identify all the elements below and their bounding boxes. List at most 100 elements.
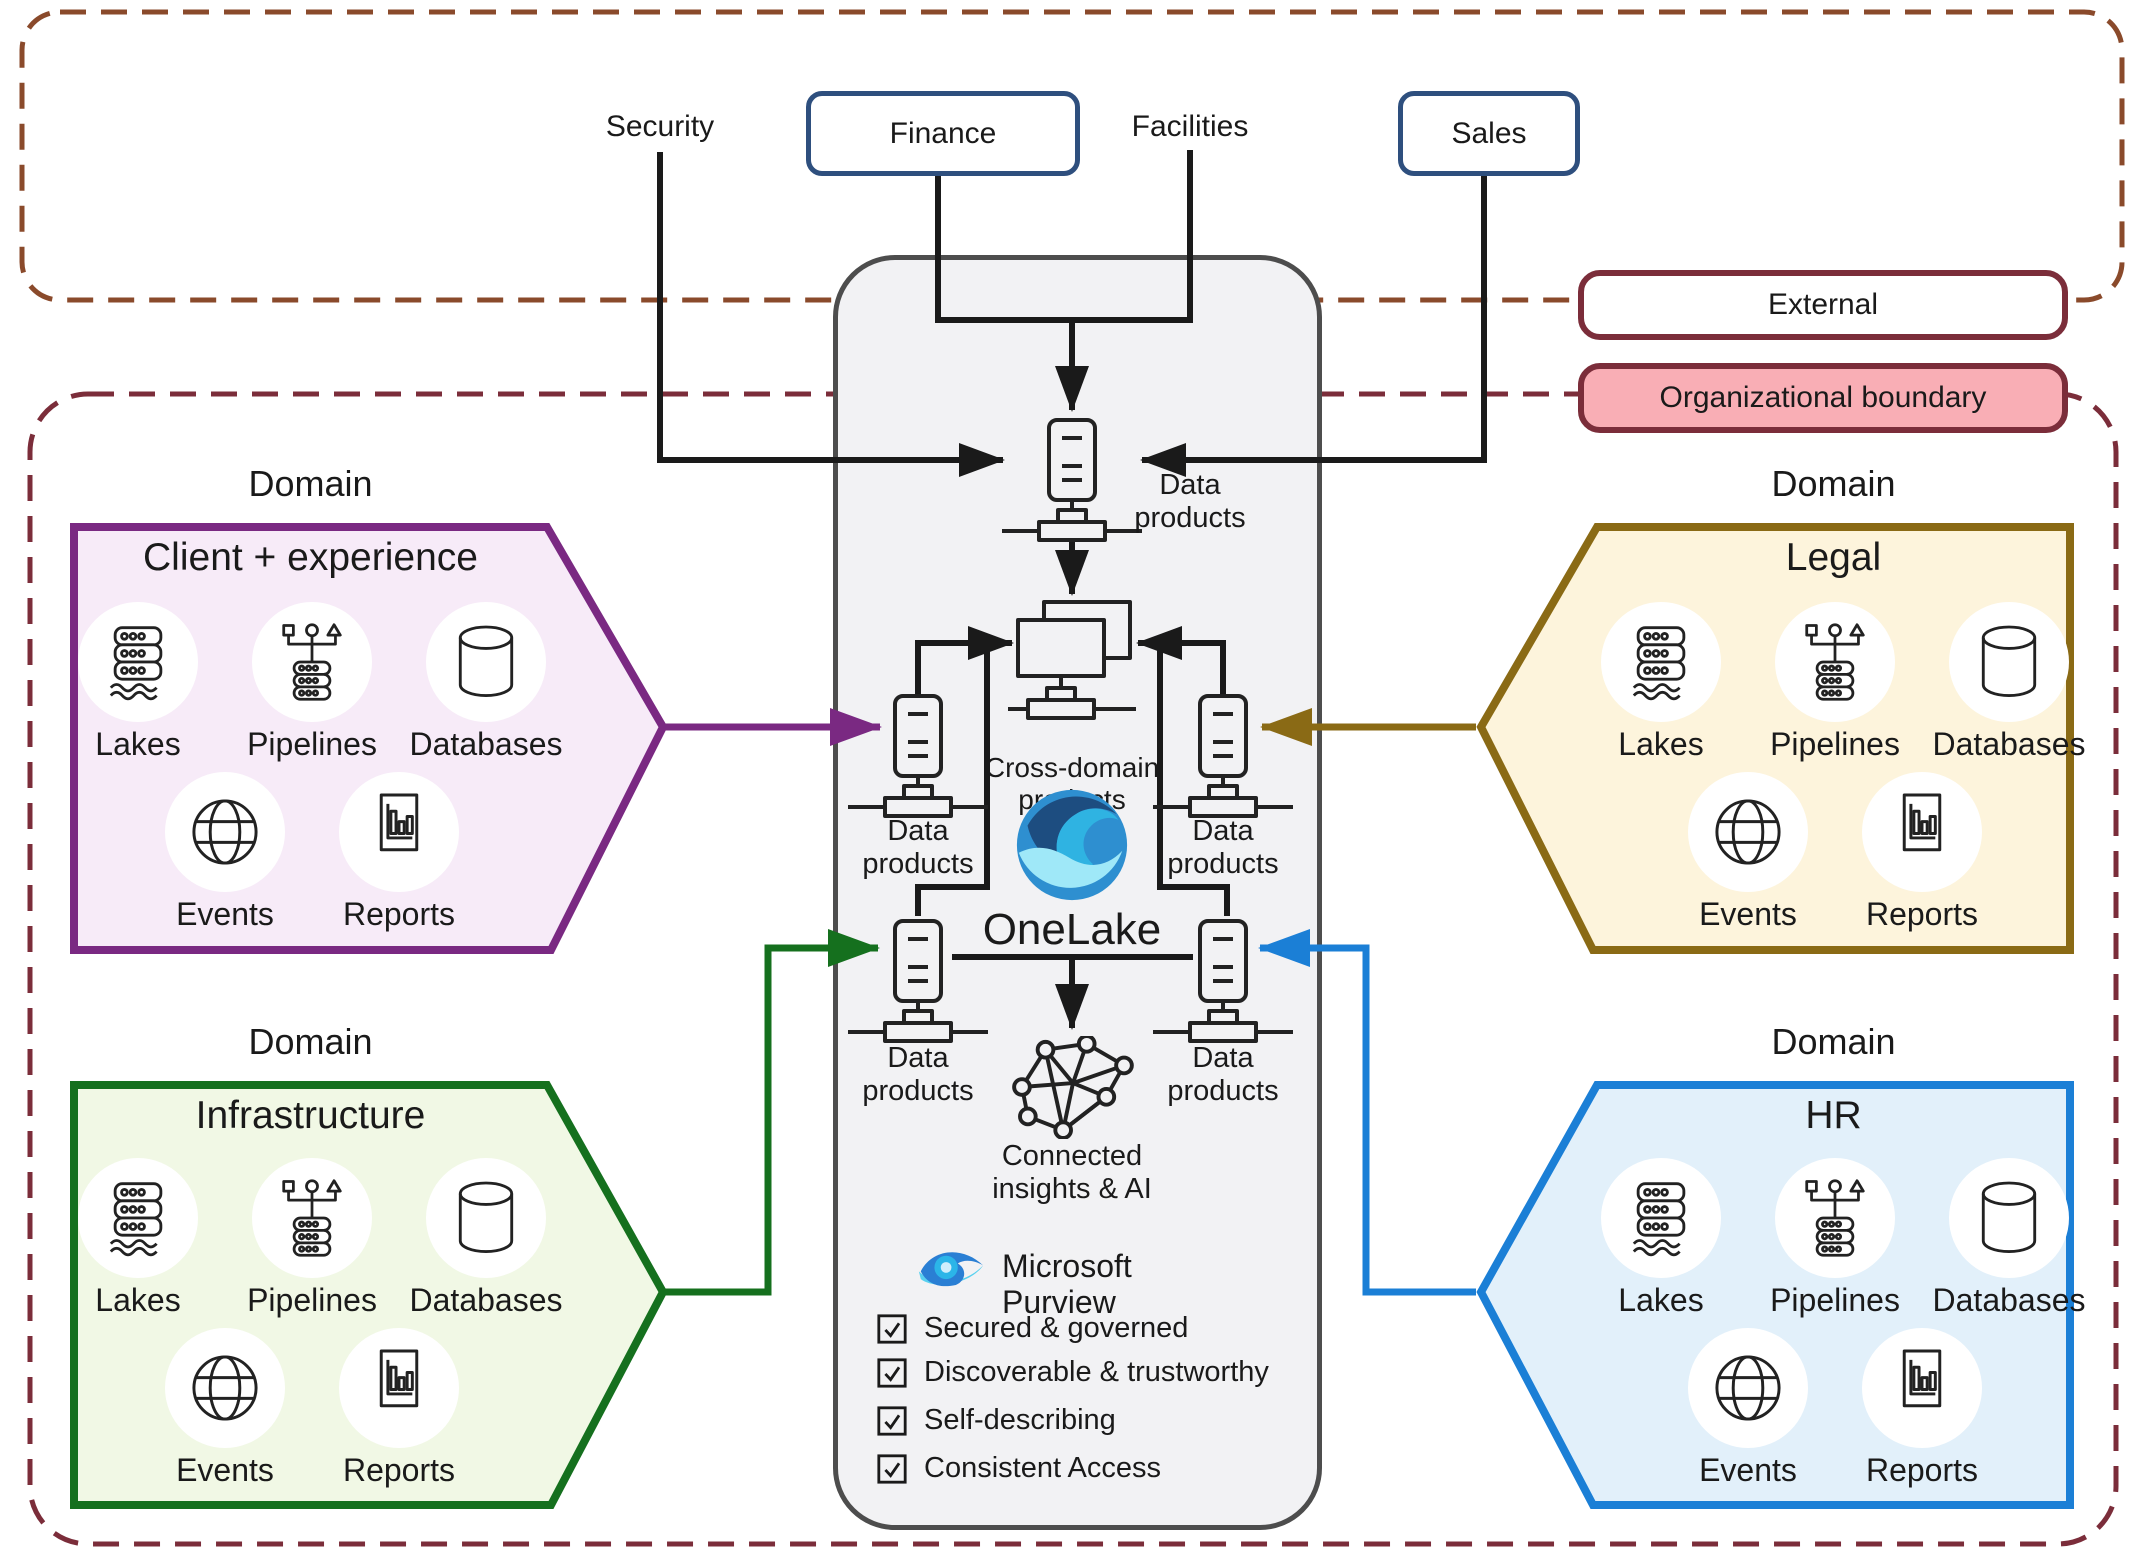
asset-disc xyxy=(78,1158,198,1278)
asset-row: Events Reports xyxy=(1688,772,1982,933)
onelake-logo xyxy=(1014,787,1130,903)
pipelines-icon xyxy=(275,1178,349,1258)
asset-label: Events xyxy=(176,1452,274,1488)
domain-name-legal: Legal xyxy=(1785,536,1882,579)
checkbox-icon xyxy=(876,1453,908,1485)
security-label: Security xyxy=(605,110,715,143)
data-products-label-mid-left: Data products xyxy=(862,815,974,880)
asset-databases: Databases xyxy=(410,1158,563,1319)
checklist-label-1: Secured & governed xyxy=(924,1312,1189,1344)
connected-insights-label: Connected insights & AI xyxy=(992,1140,1152,1205)
asset-lakes: Lakes xyxy=(1601,602,1721,763)
asset-databases: Databases xyxy=(410,602,563,763)
lakes-icon xyxy=(1624,1178,1698,1258)
facilities-label: Facilities xyxy=(1131,110,1249,143)
checklist-label-4: Consistent Access xyxy=(924,1452,1161,1484)
asset-label: Events xyxy=(176,896,274,932)
asset-row: Events Reports xyxy=(1688,1328,1982,1489)
domain-name-client-experience: Client + experience xyxy=(143,536,478,579)
asset-row: Events Reports xyxy=(165,772,459,933)
asset-disc xyxy=(426,1158,546,1278)
checklist-item-4: Consistent Access xyxy=(876,1452,1161,1485)
asset-pipelines: Pipelines xyxy=(247,602,377,763)
infrastructure-arrow xyxy=(665,929,880,1296)
checklist-item-3: Self-describing xyxy=(876,1404,1116,1437)
reports-icon xyxy=(362,1348,436,1428)
data-products-icon-mid-left xyxy=(838,692,998,822)
data-products-label-low-left: Data products xyxy=(862,1042,974,1107)
asset-label: Databases xyxy=(409,726,563,762)
asset-pipelines: Pipelines xyxy=(1770,602,1900,763)
asset-disc xyxy=(1775,1158,1895,1278)
lakes-icon xyxy=(101,1178,175,1258)
organizational-boundary-tag: Organizational boundary xyxy=(1578,363,2068,433)
asset-label: Lakes xyxy=(95,1282,181,1318)
sales-arrow xyxy=(1140,168,1487,477)
checkbox-icon xyxy=(876,1357,908,1389)
databases-icon xyxy=(449,1178,523,1258)
asset-row: Lakes Pipelines Databases xyxy=(1601,1158,2086,1319)
asset-label: Reports xyxy=(1865,896,1979,932)
midleft-to-crossdomain-arrow xyxy=(915,626,1014,694)
asset-disc xyxy=(1862,1328,1982,1448)
asset-label: Databases xyxy=(409,1282,563,1318)
asset-label: Reports xyxy=(342,1452,456,1488)
asset-label: Databases xyxy=(1932,726,2086,762)
asset-label: Pipelines xyxy=(247,726,377,762)
asset-lakes: Lakes xyxy=(78,602,198,763)
events-icon xyxy=(1711,1348,1785,1428)
external-tag: External xyxy=(1578,270,2068,340)
asset-disc xyxy=(1688,772,1808,892)
asset-databases: Databases xyxy=(1933,602,2086,763)
asset-label: Events xyxy=(1699,1452,1797,1488)
purview-label: Microsoft Purview xyxy=(1002,1248,1132,1320)
data-products-label-top: Data products xyxy=(1134,469,1246,534)
external-tag-label: External xyxy=(1767,288,1879,321)
data-products-label-low-right: Data products xyxy=(1167,1042,1279,1107)
asset-label: Pipelines xyxy=(247,1282,377,1318)
asset-reports: Reports xyxy=(339,1328,459,1489)
asset-disc xyxy=(165,1328,285,1448)
databases-icon xyxy=(1972,1178,2046,1258)
events-icon xyxy=(1711,792,1785,872)
asset-disc xyxy=(1862,772,1982,892)
checklist-label-3: Self-describing xyxy=(924,1404,1116,1436)
left-drop-connector xyxy=(915,646,990,916)
asset-databases: Databases xyxy=(1933,1158,2086,1319)
organizational-boundary-label: Organizational boundary xyxy=(1659,381,1987,414)
asset-disc xyxy=(1775,602,1895,722)
asset-label: Pipelines xyxy=(1770,726,1900,762)
asset-label: Lakes xyxy=(95,726,181,762)
asset-disc xyxy=(1688,1328,1808,1448)
data-products-icon-low-left xyxy=(838,917,998,1047)
asset-events: Events xyxy=(1688,1328,1808,1489)
finance-label: Finance xyxy=(889,116,997,150)
data-products-icon-mid-right xyxy=(1143,692,1303,822)
security-arrow xyxy=(657,152,1005,477)
midright-to-crossdomain-arrow xyxy=(1136,626,1226,694)
events-icon xyxy=(188,792,262,872)
data-products-label-mid-right: Data products xyxy=(1167,815,1279,880)
asset-disc xyxy=(1601,1158,1721,1278)
checkbox-icon xyxy=(876,1405,908,1437)
asset-label: Reports xyxy=(1865,1452,1979,1488)
asset-row: Events Reports xyxy=(165,1328,459,1489)
databases-icon xyxy=(1972,622,2046,702)
asset-disc xyxy=(165,772,285,892)
reports-icon xyxy=(1885,1348,1959,1428)
finance-box: Finance xyxy=(806,91,1080,176)
domain-name-hr: HR xyxy=(1805,1094,1862,1137)
reports-icon xyxy=(362,792,436,872)
checklist-item-1: Secured & governed xyxy=(876,1312,1188,1345)
asset-label: Lakes xyxy=(1618,726,1704,762)
asset-disc xyxy=(426,602,546,722)
pipelines-icon xyxy=(275,622,349,702)
asset-lakes: Lakes xyxy=(78,1158,198,1319)
domain-caption-infrastructure: Domain xyxy=(248,1021,373,1062)
asset-disc xyxy=(78,602,198,722)
asset-pipelines: Pipelines xyxy=(1770,1158,1900,1319)
events-icon xyxy=(188,1348,262,1428)
asset-disc xyxy=(252,602,372,722)
connected-insights-icon xyxy=(1008,1036,1136,1139)
